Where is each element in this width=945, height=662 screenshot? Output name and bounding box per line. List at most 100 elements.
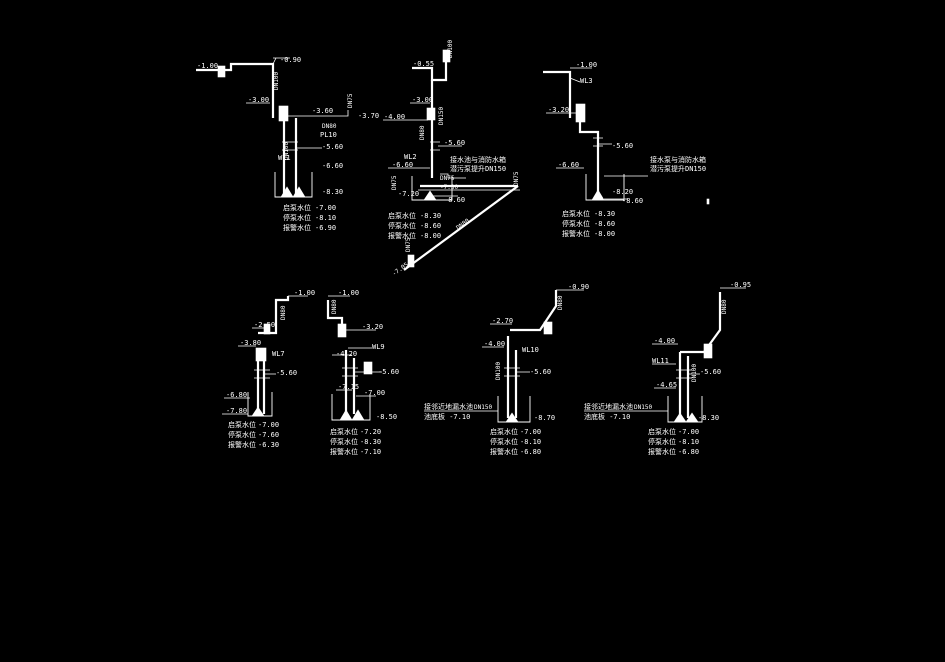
- d5-elev-c: -5.60: [378, 368, 399, 376]
- d7-level-alarm: -6.80: [678, 448, 699, 456]
- d6-level-label-start: 启泵水位: [490, 427, 518, 436]
- d1-tag: PL10: [320, 131, 337, 139]
- d1-check-valve: [278, 105, 289, 122]
- d4-risers: [256, 361, 266, 414]
- d6-elev-a: -2.70: [492, 317, 513, 325]
- d1-pit: [274, 172, 313, 198]
- d7-pipe-size-b: DN100: [691, 364, 698, 382]
- d4-elev-c: -5.60: [276, 369, 297, 377]
- diagram-6: -0.90 DN80 -2.70 -4.00 WL10 DN100 -5.60 …: [424, 283, 589, 456]
- d2-level-start: -8.30: [420, 212, 441, 220]
- d7-elev-d: -8.30: [698, 414, 719, 422]
- d6-elev-d: -8.70: [534, 414, 555, 422]
- d3-level-start: -8.30: [594, 210, 615, 218]
- d5-level-label-alarm: 报警水位: [330, 447, 358, 456]
- d3-elev-top: -1.00: [576, 61, 597, 69]
- d7-elev-b: -4.65: [656, 381, 677, 389]
- d5-level-start: -7.20: [360, 428, 381, 436]
- d4-valve-marks: [254, 369, 276, 379]
- d6-pipe-size-b: DN100: [495, 362, 502, 380]
- d2-elev-b: -5.60: [444, 139, 465, 147]
- d3-elev-left: -3.20: [548, 106, 569, 114]
- d5-well-tag: WL9: [372, 343, 385, 351]
- diagram-5: -1.00 DN80 -3.20 WL9 -4.20 -5.60 -7.15 -…: [326, 289, 399, 456]
- d2-branch-a: [440, 173, 466, 179]
- d3-note-1: 接水泵与消防水箱: [650, 155, 706, 164]
- d4-elev-b: -3.80: [240, 339, 261, 347]
- d4-pump: [251, 406, 265, 417]
- d3-elev-b: -5.60: [612, 142, 633, 150]
- d3-elev-e: -8.60: [622, 197, 643, 205]
- d3-note-2: 潜污泵提升DN150: [650, 164, 706, 173]
- d2-elev-diagonal: -7.05: [391, 261, 410, 278]
- d1-elev-far: -3.70: [358, 112, 379, 120]
- d2-end-fitting: [407, 254, 415, 268]
- d1-elev-top-right: -0.90: [280, 56, 301, 64]
- d1-well-tag: WL1: [278, 154, 291, 162]
- d1-level-label-alarm: 报警水位: [283, 223, 311, 232]
- d2-pump: [423, 190, 437, 201]
- d3-level-label-stop: 停泵水位: [562, 219, 590, 228]
- d6-dn-note: DN150: [474, 404, 492, 411]
- d7-fitting: [703, 343, 713, 359]
- diagram-4: -1.00 DN80 -2.50 -3.80 WL7 -5.60 -6.80 -…: [222, 289, 315, 449]
- d1-branch: [284, 110, 349, 117]
- d1-pipe-size: DN100: [273, 72, 280, 90]
- d6-elev-top: -0.90: [568, 283, 589, 291]
- d3-pump: [591, 189, 605, 201]
- d3-level-label-start: 启泵水位: [562, 209, 590, 218]
- diagram-7: -0.95 DN80 -4.00 WL11 DN100 -5.60 -4.65 …: [584, 281, 751, 456]
- d5-elev-e: -7.00: [364, 389, 385, 397]
- d5-level-label-stop: 停泵水位: [330, 437, 358, 446]
- d1-elev-top-left: -1.00: [197, 62, 218, 70]
- d5-valve-marks: [342, 367, 382, 377]
- d2-elev-d: -7.20: [398, 190, 419, 198]
- d2-level-stop: -8.60: [420, 222, 441, 230]
- d7-well-tag: WL11: [652, 357, 669, 365]
- d3-valve-marks: [593, 137, 612, 147]
- d1-elev-mid-left: -3.00: [248, 96, 269, 104]
- d5-pit: [331, 394, 371, 421]
- d2-dn-diagonal: DN80: [455, 217, 471, 231]
- d3-riser: [578, 122, 600, 194]
- d6-pump: [505, 412, 519, 423]
- d3-level-stop: -8.60: [594, 220, 615, 228]
- diagram-1: -1.00 -0.90 DN100 -3.00 -3.60 DN80 DN75 …: [196, 56, 379, 232]
- d1-level-label-stop: 停泵水位: [283, 213, 311, 222]
- d6-fitting: [543, 321, 553, 335]
- d1-dn-far: DN75: [347, 93, 354, 108]
- d7-level-label-start: 启泵水位: [648, 427, 676, 436]
- d2-elev-c: -6.60: [392, 161, 413, 169]
- d6-elev-c: -5.60: [530, 368, 551, 376]
- d7-discharge-pipe: [680, 292, 722, 354]
- d1-level-start: -7.00: [315, 204, 336, 212]
- d4-elev-top: -1.00: [294, 289, 315, 297]
- d1-outlet-fitting: [217, 65, 226, 78]
- d4-level-stop: -7.60: [258, 431, 279, 439]
- d5-risers: [344, 350, 356, 414]
- d2-valve-marks: [430, 141, 462, 151]
- d1-discharge-pipe: [196, 62, 275, 118]
- d6-well-tag: WL10: [522, 346, 539, 354]
- d2-level-alarm: -8.00: [420, 232, 441, 240]
- d6-level-label-stop: 停泵水位: [490, 437, 518, 446]
- d2-dn-a: DN80: [419, 125, 426, 140]
- diagram-2: DN100 -0.55 -3.00 DN150 -4.00 DN80 -5.60…: [383, 40, 520, 278]
- d2-check-valve: [426, 107, 436, 121]
- d1-elev-d: -8.30: [322, 188, 343, 196]
- d5-level-alarm: -7.10: [360, 448, 381, 456]
- d5-side-device: [363, 361, 373, 375]
- d6-level-alarm: -6.80: [520, 448, 541, 456]
- d2-level-label-alarm: 报警水位: [388, 231, 416, 240]
- d3-well-top: WL3: [580, 77, 593, 85]
- d2-dn-top: DN100: [447, 40, 454, 58]
- d2-elev-f: -8.60: [444, 196, 465, 204]
- d7-pipe-size: DN80: [721, 299, 728, 314]
- d4-level-start: -7.00: [258, 421, 279, 429]
- d1-pumps: [280, 186, 306, 198]
- d4-level-label-stop: 停泵水位: [228, 430, 256, 439]
- d3-marker: [706, 198, 710, 205]
- d7-elev-top: -0.95: [730, 281, 751, 289]
